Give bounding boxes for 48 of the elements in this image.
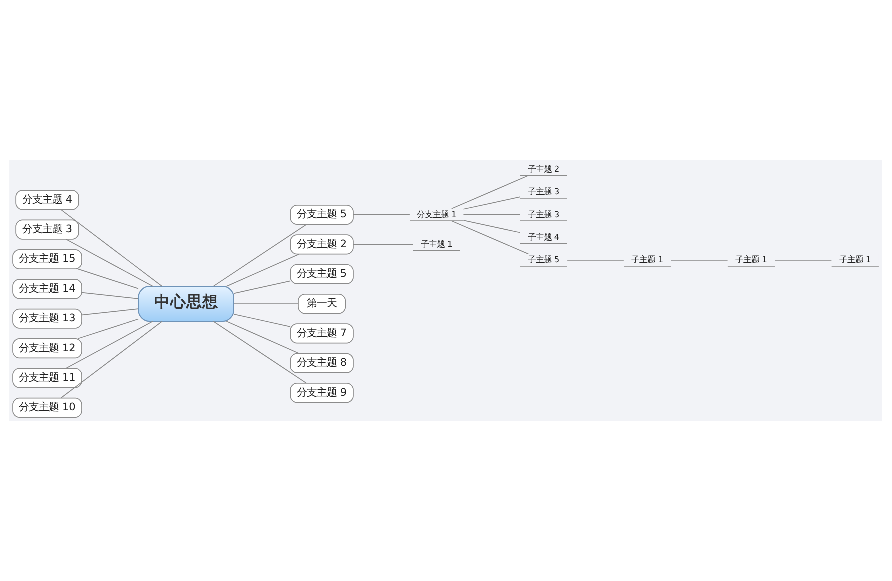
node-text: 子主题 3 (528, 186, 560, 197)
connector (353, 214, 410, 216)
connector (451, 175, 530, 210)
connector (66, 321, 154, 369)
connector (353, 244, 414, 246)
node-box: 分支主题 8 (290, 353, 354, 374)
node-box: 分支主题 9 (290, 383, 354, 404)
node-text: 子主题 3 (528, 209, 560, 220)
connector (60, 210, 163, 287)
connector (463, 214, 520, 216)
node-text: 子主题 1 (839, 254, 872, 265)
node-box: 分支主题 5 (290, 264, 354, 284)
node-box: 分支主题 14 (12, 279, 82, 300)
node-box: 中心思想 (138, 286, 234, 322)
connector (226, 254, 300, 287)
node-text: 子主题 5 (528, 254, 560, 265)
connector (82, 292, 139, 300)
node-box: 分支主题 5 (290, 204, 354, 226)
node-box: 分支主题 11 (12, 368, 82, 388)
connector (463, 196, 520, 210)
node-text: 分支主题 1 (416, 209, 457, 220)
node-text: 子主题 1 (632, 254, 664, 265)
node-box: 分支主题 12 (12, 338, 82, 359)
connector (567, 260, 624, 261)
node-box: 第一天 (298, 294, 346, 314)
node-box: 分支主题 7 (290, 324, 354, 344)
connector (234, 314, 291, 328)
node-text: 子主题 4 (528, 232, 560, 242)
connector (463, 220, 520, 234)
connector (78, 268, 139, 290)
node-box: 分支主题 15 (12, 249, 82, 270)
connector (66, 239, 154, 287)
connector (451, 220, 530, 255)
node-box: 分支主题 13 (12, 308, 82, 329)
node-box: 分支主题 3 (16, 220, 80, 240)
connector (671, 260, 728, 261)
node-text: 子主题 1 (736, 254, 768, 265)
node-text: 子主题 1 (420, 238, 453, 249)
connector (774, 260, 832, 261)
connector (234, 280, 291, 294)
node-box: 分支主题 10 (12, 398, 82, 418)
connector (78, 318, 139, 340)
connector (226, 321, 300, 354)
node-box: 分支主题 4 (16, 190, 80, 210)
connector (82, 308, 139, 316)
node-text: 子主题 2 (528, 164, 560, 174)
connector (60, 321, 163, 399)
node-box: 分支主题 2 (290, 234, 354, 255)
